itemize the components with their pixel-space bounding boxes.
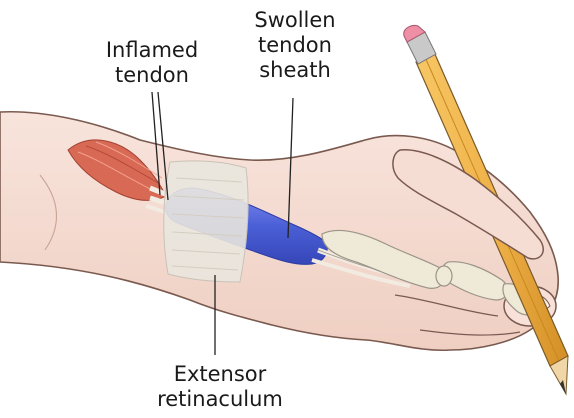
label-swollen-tendon-sheath: Swollen tendon sheath (230, 8, 360, 83)
label-text: tendon (230, 33, 360, 58)
label-extensor-retinaculum: Extensor retinaculum (120, 362, 320, 412)
extensor-retinaculum (164, 161, 248, 282)
label-inflamed-tendon: Inflamed tendon (88, 38, 216, 88)
label-text: sheath (230, 58, 360, 83)
label-text: Swollen (230, 8, 360, 33)
label-text: Inflamed (88, 38, 216, 63)
label-text: retinaculum (120, 387, 320, 412)
label-text: Extensor (120, 362, 320, 387)
label-text: tendon (88, 63, 216, 88)
